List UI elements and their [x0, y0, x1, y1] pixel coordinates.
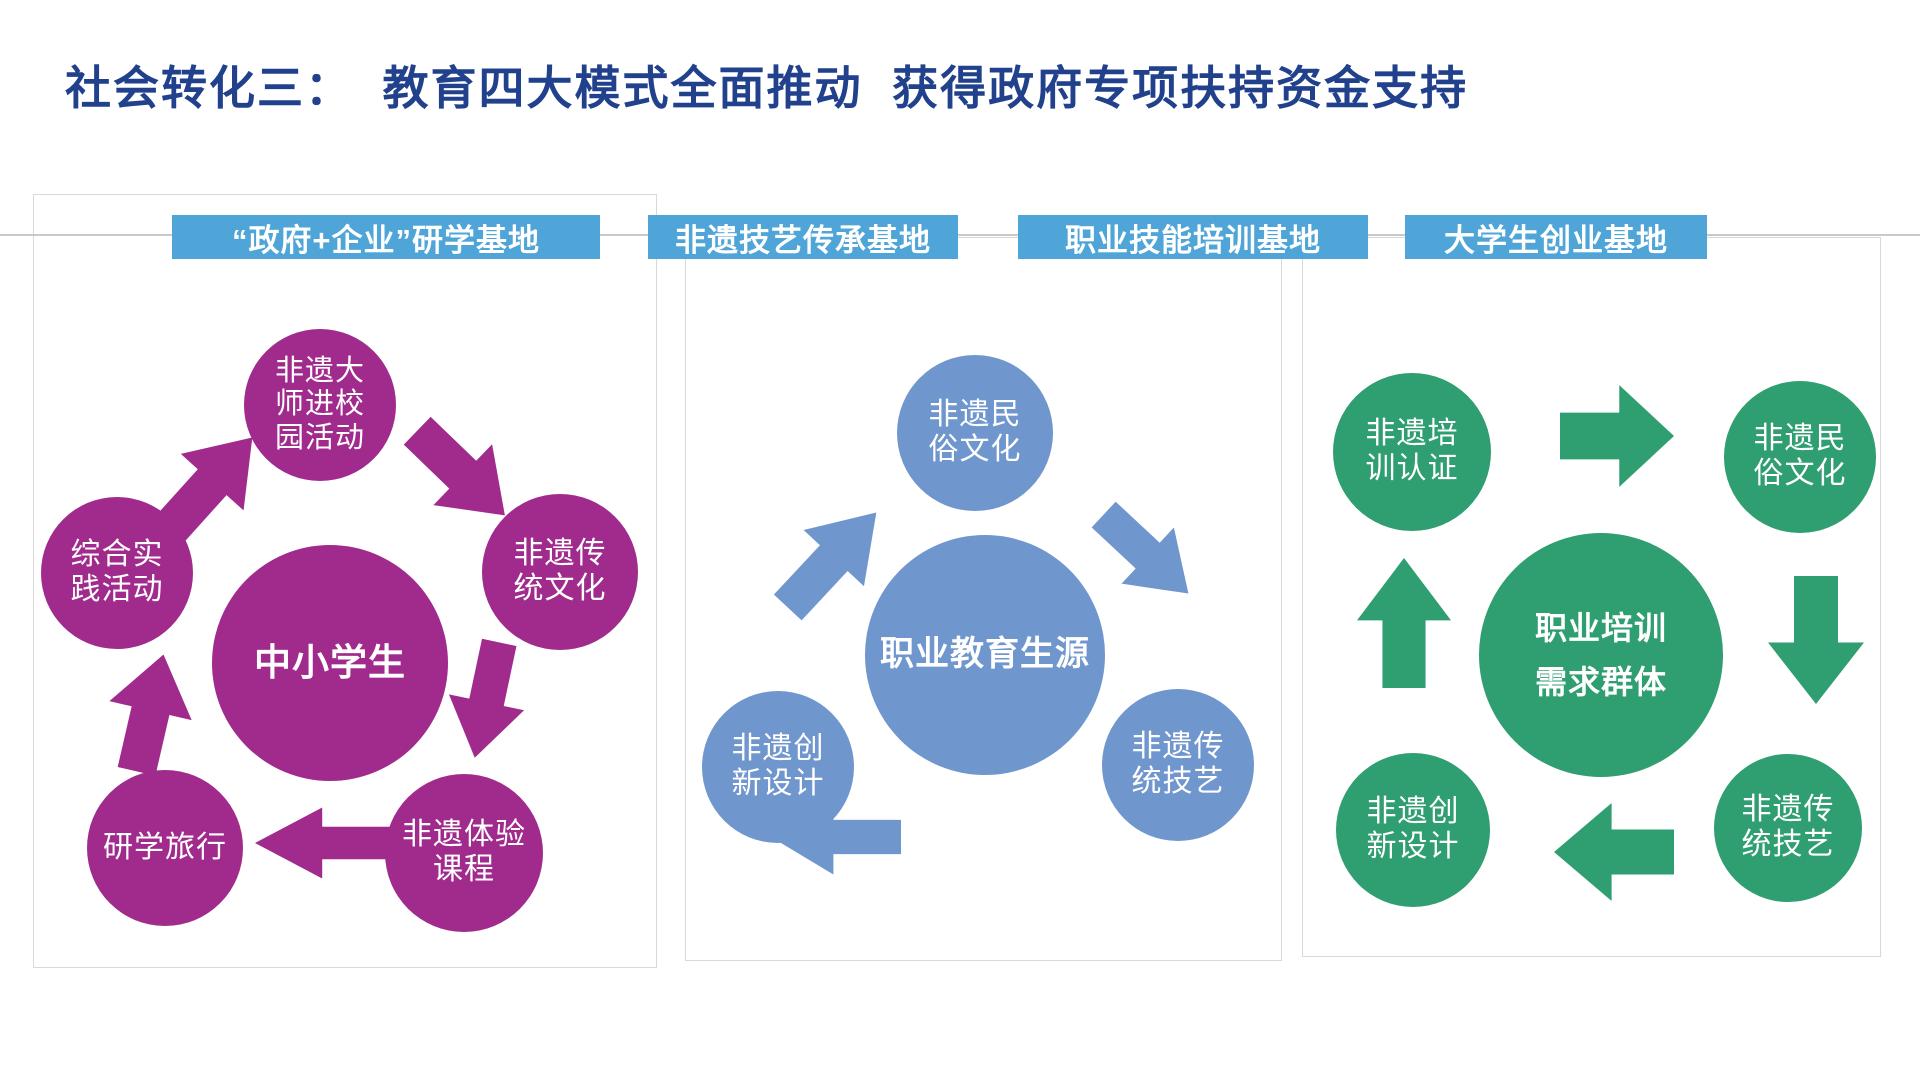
circle-text-line: 践活动 [70, 573, 164, 606]
circle-text-line: 职业教育生源 [880, 635, 1090, 674]
circle-heritage-traditional-craft: 非遗传 统技艺 [1102, 689, 1254, 841]
circle-vocational-training-demand-group: 职业培训 需求群体 [1479, 533, 1723, 777]
header-label-gov-enterprise-base: “政府+企业”研学基地 [172, 215, 600, 259]
circle-text-line: 非遗民 [1753, 422, 1847, 456]
circle-text-line: 综合实 [70, 538, 164, 572]
circle-text-line: 需求群体 [1534, 664, 1667, 700]
circle-text-line: 非遗大 [274, 354, 365, 387]
header-label-college-startup-base: 大学生创业基地 [1405, 215, 1707, 259]
circle-text-line: 统技艺 [1741, 828, 1835, 861]
circle-text-line: 职业培训 [1534, 609, 1667, 646]
circle-text-line: 新设计 [1366, 830, 1460, 863]
circle-text-line: 非遗培 [1365, 417, 1459, 451]
circle-text-line: 园活动 [274, 421, 365, 454]
circle-text-line: 训认证 [1365, 452, 1459, 485]
circle-primary-secondary-students: 中小学生 [212, 545, 448, 781]
circle-text-line: 非遗体验 [402, 818, 526, 852]
circle-heritage-traditional-craft: 非遗传 统技艺 [1714, 754, 1862, 902]
circle-text-line: 师进校 [274, 388, 365, 421]
circle-text-line: 俗文化 [1753, 457, 1847, 490]
circle-heritage-training-certification: 非遗培 训认证 [1333, 373, 1491, 531]
circle-text-line: 俗文化 [928, 433, 1022, 466]
circle-text-line: 非遗传 [1131, 730, 1225, 764]
circle-text-line: 非遗民 [928, 398, 1022, 432]
circle-heritage-masters-campus: 非遗大 师进校 园活动 [244, 329, 396, 481]
circle-text-line: 新设计 [731, 767, 825, 800]
circle-text-line: 统技艺 [1131, 765, 1225, 798]
circle-text-line: 统文化 [513, 572, 607, 605]
circle-comprehensive-practice: 综合实 践活动 [41, 497, 193, 649]
circle-text-line: 非遗传 [513, 537, 607, 571]
circle-text-line: 课程 [433, 853, 495, 886]
header-label-text: 非遗技艺传承基地 [675, 222, 931, 258]
circle-text-line: 中小学生 [254, 641, 406, 683]
header-label-heritage-skill-base: 非遗技艺传承基地 [648, 215, 958, 259]
header-label-text: 职业技能培训基地 [1065, 222, 1321, 258]
header-divider-line [0, 234, 1920, 236]
circle-vocational-education-students: 职业教育生源 [865, 535, 1105, 775]
circle-text-line: 非遗创 [731, 732, 825, 766]
header-label-text: “政府+企业”研学基地 [231, 222, 541, 258]
circle-heritage-folk-culture: 非遗民 俗文化 [1724, 381, 1876, 533]
circle-heritage-innovative-design: 非遗创 新设计 [702, 691, 854, 843]
circle-study-travel: 研学旅行 [87, 770, 243, 926]
header-label-vocational-training-base: 职业技能培训基地 [1018, 215, 1368, 259]
circle-heritage-experience-course: 非遗体验 课程 [385, 774, 543, 932]
circle-text-line: 非遗传 [1741, 793, 1835, 827]
circle-heritage-traditional-culture: 非遗传 统文化 [482, 494, 638, 650]
circle-heritage-innovative-design: 非遗创 新设计 [1336, 753, 1490, 907]
circle-text-line: 非遗创 [1366, 795, 1460, 829]
header-label-text: 大学生创业基地 [1444, 222, 1668, 258]
page-title: 社会转化三： 教育四大模式全面推动 获得政府专项扶持资金支持 [65, 62, 1469, 114]
circle-heritage-folk-culture: 非遗民 俗文化 [897, 355, 1053, 511]
circle-text-line: 研学旅行 [103, 830, 227, 864]
